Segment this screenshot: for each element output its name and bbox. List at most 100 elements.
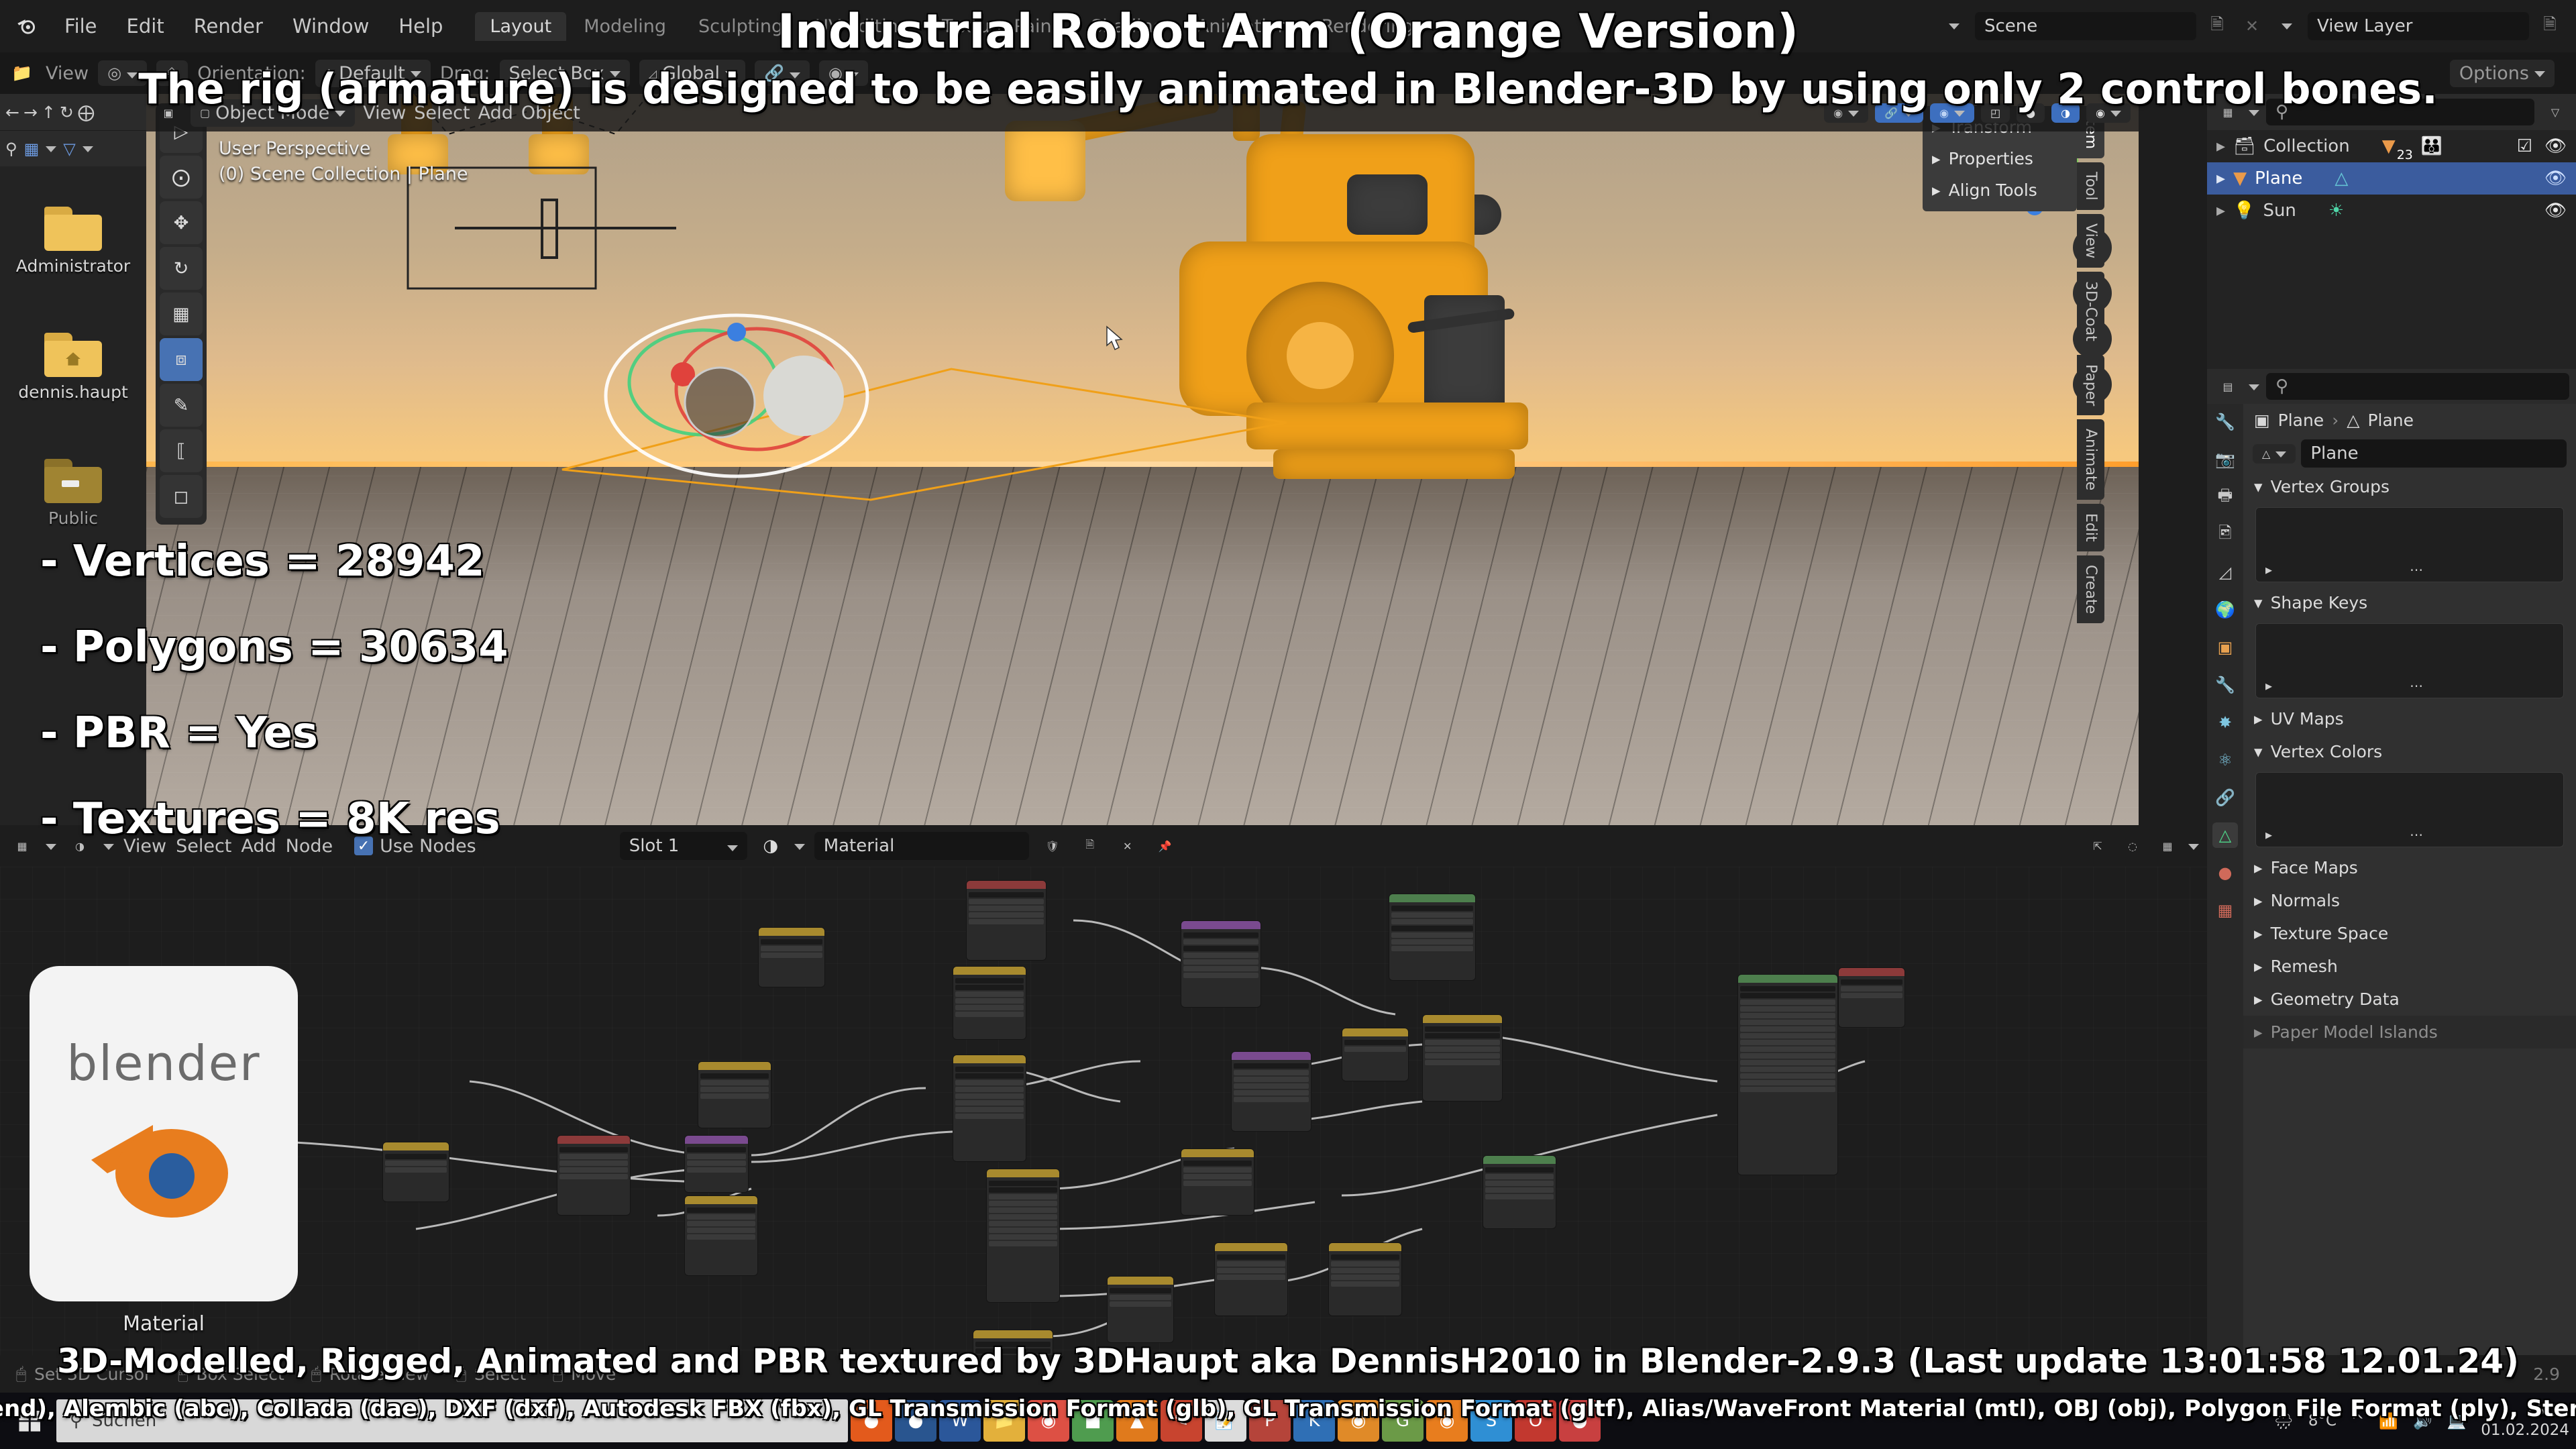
firefox-icon[interactable]: ● xyxy=(851,1400,892,1442)
shader-menu-add[interactable]: Add xyxy=(241,835,276,857)
chrome-icon[interactable]: ◉ xyxy=(1028,1400,1069,1442)
menu-help[interactable]: Help xyxy=(398,15,443,38)
parent-dir-icon[interactable]: ↑ xyxy=(41,102,56,122)
viewport-3d[interactable]: ▷ ⨀ ✥ ↻ ▦ ⧈ ✎ ⟦ ◻ User Perspective (0) S… xyxy=(146,94,2139,825)
editor-type-icon[interactable]: ▤ xyxy=(2222,380,2233,393)
output-icon[interactable]: 🖶 xyxy=(2217,485,2233,504)
outliner-row-sun[interactable]: ▸ 💡 Sun ☀ 👁 xyxy=(2207,195,2576,227)
snap-node-icon[interactable]: ⇱ xyxy=(2093,839,2102,853)
recorder-icon[interactable]: ● xyxy=(1559,1400,1601,1442)
properties-chevron-down-icon[interactable] xyxy=(2249,380,2259,393)
drag-dropdown[interactable]: Select Box xyxy=(499,59,630,87)
workspace-tab-modeling[interactable]: Modeling xyxy=(584,15,667,37)
workspace-tab-layout[interactable]: Layout xyxy=(475,11,567,41)
cursor-tool[interactable]: ⨀ xyxy=(160,156,203,199)
workspace-tab-animation[interactable]: Animation xyxy=(1196,15,1289,37)
node[interactable] xyxy=(1231,1051,1311,1132)
node[interactable] xyxy=(684,1135,749,1193)
paint-icon[interactable]: ✎ xyxy=(1161,1400,1202,1442)
blender-alt-icon[interactable]: ◉ xyxy=(1338,1400,1379,1442)
vertex-colors-list[interactable]: ▸ ⋯ xyxy=(2255,772,2564,847)
node[interactable] xyxy=(1737,974,1838,1175)
search-input[interactable]: ⚲ Suchen xyxy=(56,1399,848,1442)
node[interactable] xyxy=(966,880,1046,961)
material-name-field[interactable]: Material xyxy=(814,832,1029,860)
modifier-icon[interactable]: 🔧 xyxy=(2215,676,2235,694)
sound-icon[interactable]: 🔊 xyxy=(2413,1412,2432,1430)
data-icon[interactable]: △ xyxy=(2212,822,2238,848)
node[interactable] xyxy=(684,1195,758,1276)
checkbox-enabled[interactable]: ☑ xyxy=(2516,136,2532,156)
render-icon[interactable]: 📷 xyxy=(2215,450,2235,469)
tool-view-menu[interactable]: View xyxy=(46,62,89,84)
shader-menu-select[interactable]: Select xyxy=(176,835,232,857)
properties-panel-uv-maps[interactable]: ▸ UV Maps xyxy=(2243,702,2576,735)
particles-icon[interactable]: ✸ xyxy=(2218,713,2233,732)
windows-start-icon[interactable] xyxy=(7,1393,54,1449)
back-icon[interactable]: ← xyxy=(5,102,19,122)
forward-icon[interactable]: → xyxy=(23,102,38,122)
rotate-tool[interactable]: ↻ xyxy=(160,247,203,290)
shader-menu-node[interactable]: Node xyxy=(285,835,333,857)
node[interactable] xyxy=(953,966,1026,1040)
node-options-chevron-down-icon[interactable] xyxy=(2188,840,2199,853)
grip-icon[interactable]: ⋯ xyxy=(2410,678,2423,694)
eye-icon[interactable]: 👁 xyxy=(2544,201,2567,221)
shader-type-icon[interactable]: ◑ xyxy=(75,839,85,853)
view-layer-browse-icon[interactable] xyxy=(2273,12,2301,40)
view-layer-field[interactable]: View Layer xyxy=(2308,12,2529,40)
bluetooth-icon[interactable]: 📶 xyxy=(2379,1412,2399,1430)
snapping-icon[interactable]: 🔗 xyxy=(1875,103,1923,123)
mesh-data-browse-button[interactable]: △ xyxy=(2253,443,2296,464)
workspace-tab-add[interactable]: + xyxy=(1446,15,1462,37)
node[interactable] xyxy=(1838,967,1905,1028)
eye-icon[interactable]: 👁 xyxy=(2544,168,2567,189)
transform-orientation-icon[interactable]: ◉ xyxy=(1824,103,1869,123)
mesh-data-name-field[interactable]: Plane xyxy=(2301,439,2567,468)
transform-tool[interactable]: ⧈ xyxy=(160,338,203,381)
use-nodes-checkbox[interactable]: ✓ xyxy=(354,837,374,855)
shading-wireframe-icon[interactable]: ◰ xyxy=(1980,103,2010,123)
editor-type-icon[interactable]: ▦ xyxy=(2222,105,2233,119)
viewport-menu-add[interactable]: Add xyxy=(478,102,513,123)
shading-solid-icon[interactable]: ● xyxy=(2017,103,2045,123)
n-tab-create[interactable]: Create xyxy=(2077,555,2104,624)
properties-panel-remesh[interactable]: ▸ Remesh xyxy=(2243,950,2576,983)
node-options-icon[interactable]: ▦ xyxy=(2162,839,2173,853)
n-tab-edit[interactable]: Edit xyxy=(2077,504,2104,551)
tray-chevron-up-icon[interactable]: ^ xyxy=(2351,1412,2365,1430)
scale-tool[interactable]: ▦ xyxy=(160,292,203,335)
node[interactable] xyxy=(1214,1242,1288,1316)
workspace-tab-rendering[interactable]: Rendering xyxy=(1321,15,1414,37)
node[interactable] xyxy=(698,1061,771,1128)
properties-panel-face-maps[interactable]: ▸ Face Maps xyxy=(2243,851,2576,884)
pin-icon[interactable]: 📌 xyxy=(1158,839,1172,853)
disclosure-triangle-icon[interactable]: ▸ xyxy=(2216,136,2226,156)
workspace-tab-shading[interactable]: Shading xyxy=(1091,15,1165,37)
pdf-icon[interactable]: P xyxy=(1249,1400,1291,1442)
remove-scene-icon[interactable]: ✕ xyxy=(2245,17,2259,36)
grip-icon[interactable]: ⋯ xyxy=(2410,826,2423,843)
properties-search-input[interactable]: ⚲ xyxy=(2266,373,2569,400)
node[interactable] xyxy=(1342,1028,1409,1081)
material-sphere-icon[interactable]: ◑ xyxy=(763,836,779,856)
gimp-icon[interactable]: G xyxy=(1382,1400,1424,1442)
new-view-layer-icon[interactable]: 🗎 xyxy=(2543,14,2557,34)
n-panel-section-align-tools[interactable]: ▸ Align Tools xyxy=(1923,174,2077,206)
new-scene-icon[interactable]: 🗎 xyxy=(2210,14,2224,34)
list-item[interactable]: Public xyxy=(0,436,146,550)
slot-dropdown[interactable]: Slot 1 xyxy=(619,832,747,860)
weather-icon[interactable]: 🌧 xyxy=(2273,1412,2294,1430)
refresh-icon[interactable]: ↻ xyxy=(59,102,74,122)
viewport-menu-select[interactable]: Select xyxy=(414,102,470,123)
node[interactable] xyxy=(953,1055,1026,1162)
editor-type-icon[interactable]: ▦ xyxy=(17,839,28,853)
editor-type-icon[interactable]: 📁 xyxy=(11,63,33,83)
outliner-row-collection[interactable]: ▸ 🗃 Collection ▼ 23 👪 ☑ 👁 xyxy=(2207,130,2576,162)
node[interactable] xyxy=(1483,1155,1556,1229)
node[interactable] xyxy=(1181,1148,1254,1216)
node[interactable] xyxy=(1107,1276,1174,1343)
editor-type-icon[interactable]: ▣ xyxy=(163,106,174,119)
node[interactable] xyxy=(1328,1242,1402,1316)
proportional-edit-icon[interactable]: ◉ xyxy=(818,60,868,86)
